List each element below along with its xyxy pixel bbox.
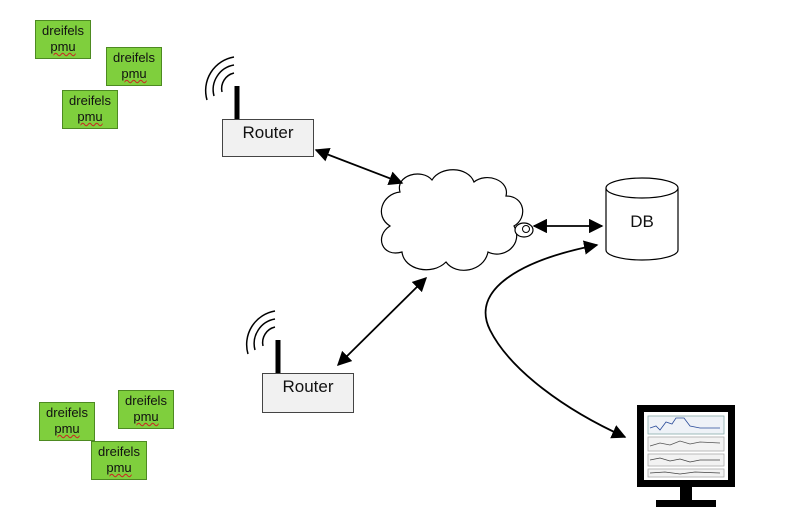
pmu-name: dreifels	[46, 405, 88, 420]
pmu-name: dreifels	[42, 23, 84, 38]
cloud-icon	[380, 169, 524, 271]
pmu-name: dreifels	[69, 93, 111, 108]
router-box: Router	[262, 373, 354, 413]
pmu-name: dreifels	[98, 444, 140, 459]
pmu-box: dreifels pmu	[35, 20, 91, 59]
link-router2-cloud	[336, 276, 428, 367]
pmu-box: dreifels pmu	[62, 90, 118, 129]
pmu-type: pmu	[121, 66, 147, 81]
pmu-type: pmu	[106, 460, 132, 475]
link-db-monitor	[484, 240, 627, 439]
link-router1-cloud	[314, 147, 404, 186]
pmu-type: pmu	[77, 109, 103, 124]
monitor-chart	[647, 415, 725, 478]
pmu-type: pmu	[50, 39, 76, 54]
antenna-icon	[204, 56, 240, 120]
pmu-type: pmu	[54, 421, 80, 436]
pmu-box: dreifels pmu	[39, 402, 95, 441]
database-label: DB	[630, 212, 654, 231]
pmu-box: dreifels pmu	[118, 390, 174, 429]
pmu-type: pmu	[133, 409, 159, 424]
router-box: Router	[222, 119, 314, 157]
pmu-box: dreifels pmu	[91, 441, 147, 480]
antenna-icon	[245, 310, 281, 373]
cloud-connector-icon	[514, 222, 534, 238]
pmu-name: dreifels	[125, 393, 167, 408]
pmu-name: dreifels	[113, 50, 155, 65]
pmu-box: dreifels pmu	[106, 47, 162, 86]
